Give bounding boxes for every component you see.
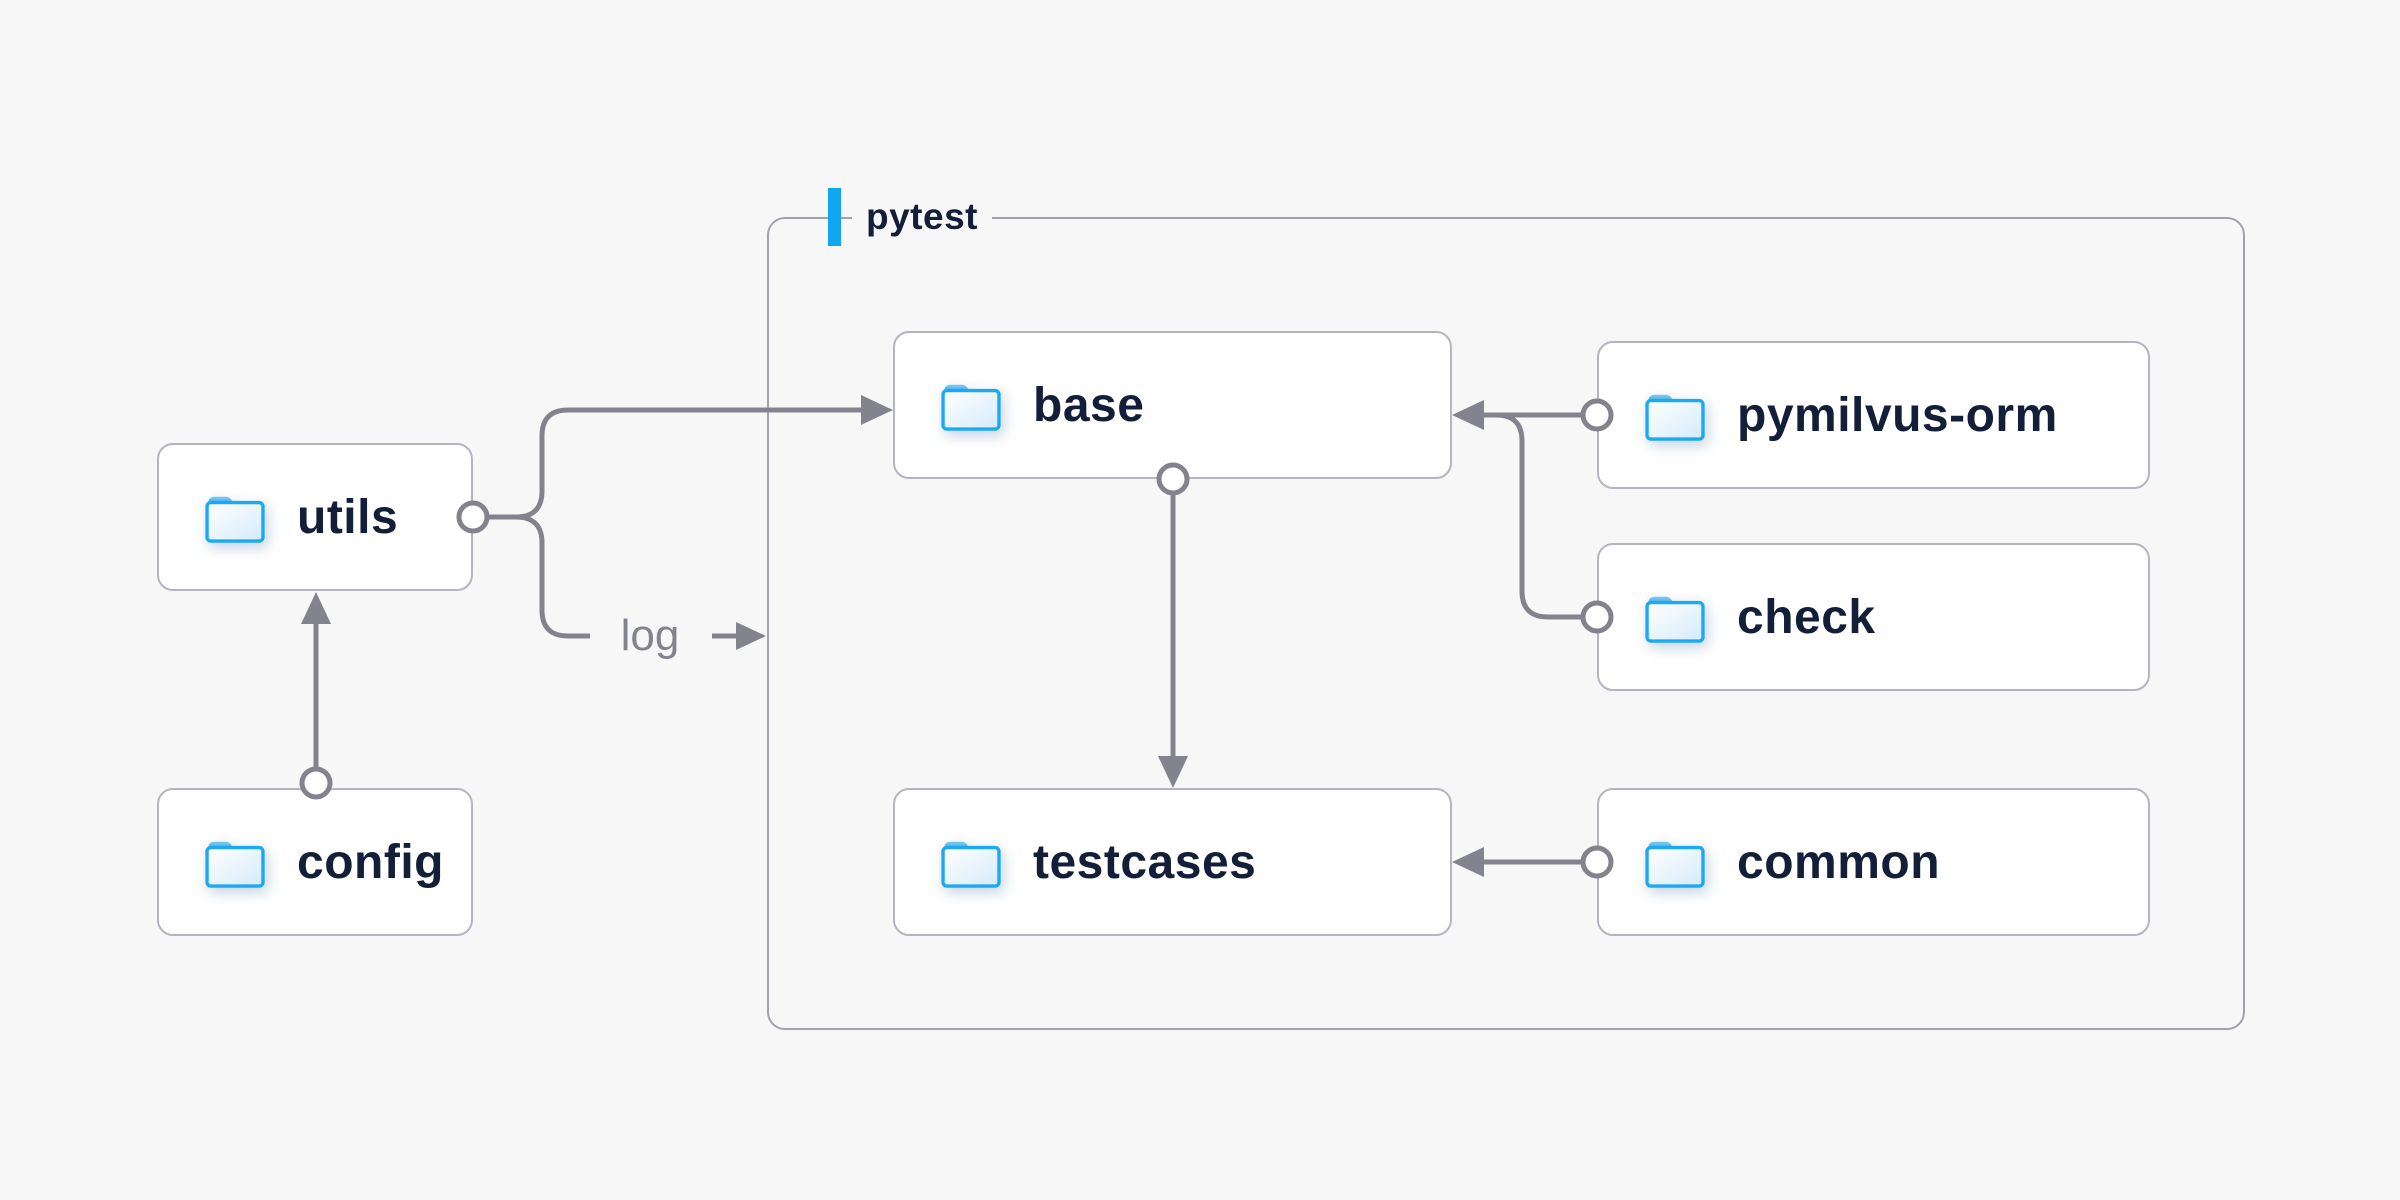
node-testcases: testcases bbox=[893, 788, 1452, 936]
node-label: utils bbox=[297, 490, 399, 544]
folder-icon bbox=[939, 378, 1003, 432]
node-label: base bbox=[1033, 378, 1145, 432]
node-label: pymilvus-orm bbox=[1737, 388, 2058, 442]
folder-icon bbox=[939, 835, 1003, 889]
pytest-container bbox=[767, 217, 2245, 1030]
node-config: config bbox=[157, 788, 473, 936]
node-label: common bbox=[1737, 835, 1941, 889]
pytest-container-label: pytest bbox=[852, 190, 992, 244]
edge-label-log: log bbox=[620, 611, 680, 660]
folder-icon bbox=[1643, 835, 1707, 889]
node-label: check bbox=[1737, 590, 1876, 644]
edge-config-utils bbox=[299, 592, 333, 800]
node-base: base bbox=[893, 331, 1452, 479]
folder-icon bbox=[1643, 388, 1707, 442]
pytest-accent-bar bbox=[828, 188, 841, 246]
node-utils: utils bbox=[157, 443, 473, 591]
node-label: testcases bbox=[1033, 835, 1257, 889]
folder-icon bbox=[1643, 590, 1707, 644]
folder-icon bbox=[203, 835, 267, 889]
node-label: config bbox=[297, 835, 444, 889]
folder-icon bbox=[203, 490, 267, 544]
node-pymilvus-orm: pymilvus-orm bbox=[1597, 341, 2150, 489]
node-common: common bbox=[1597, 788, 2150, 936]
node-check: check bbox=[1597, 543, 2150, 691]
